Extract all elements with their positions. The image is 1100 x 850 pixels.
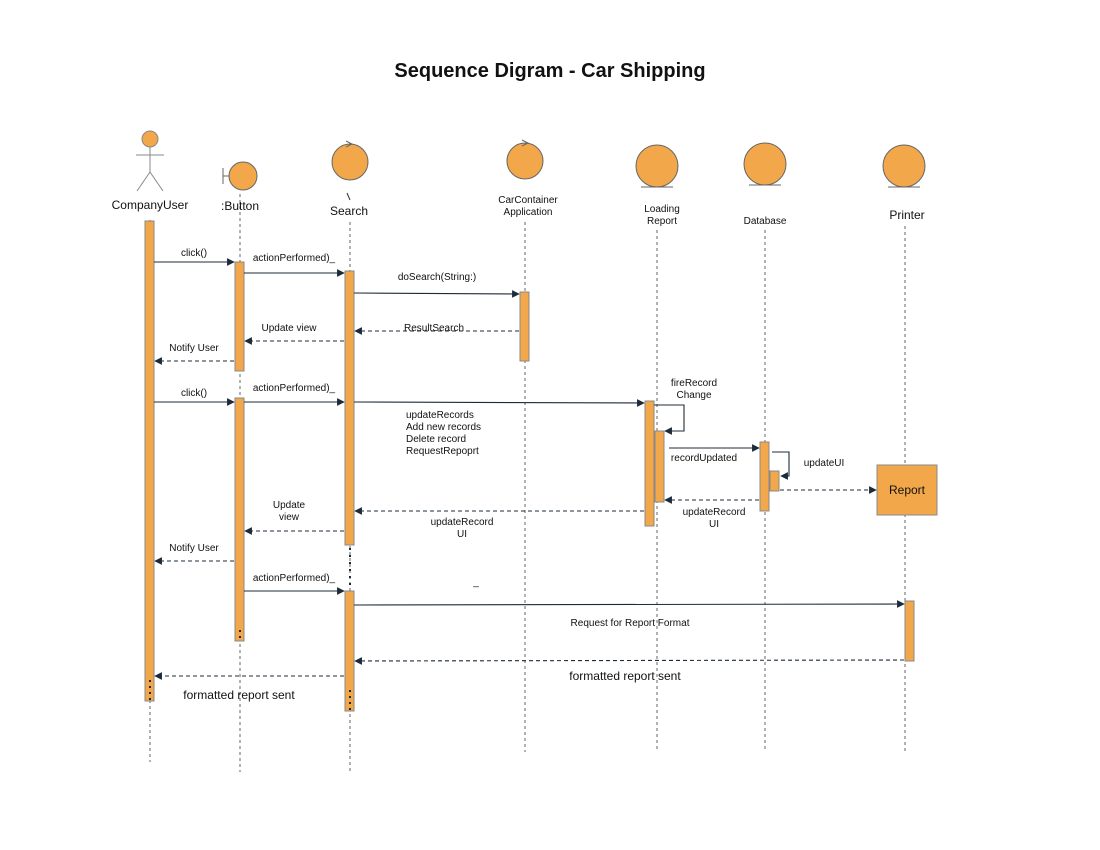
entity-icon: [743, 142, 787, 186]
label-do-search: doSearch(String:): [398, 272, 476, 283]
control-icon: [331, 140, 369, 201]
boundary-icon: [222, 161, 258, 191]
message-do-search: [353, 290, 520, 298]
participant-search: Search: [330, 204, 368, 218]
message-request-report-format: [353, 600, 905, 608]
label-click-1: click(): [181, 248, 207, 259]
activation-database-nested: [769, 470, 780, 492]
activation-loading-report-nested: [654, 430, 665, 503]
message-formatted-report-printer: [354, 657, 905, 665]
message-update-records: [353, 399, 645, 407]
label-update-view-1: Update view: [261, 323, 317, 334]
label-update-record-ui-line2: UI: [457, 529, 467, 540]
page-title: Sequence Digram - Car Shipping: [394, 60, 706, 82]
activation-loading-report: [644, 400, 655, 527]
label-result-search: ResultSearch: [404, 323, 464, 334]
label-update-records-line3: Delete record: [406, 434, 466, 445]
activation-car-container: [519, 291, 530, 362]
label-notify-user-2: Notify User: [169, 543, 219, 554]
report-box: [876, 464, 938, 516]
report-box-label: Report: [889, 483, 926, 497]
label-update-records-line1: updateRecords: [406, 410, 474, 421]
activation-search-2: [344, 590, 355, 712]
label-update-record-ui-line1: updateRecord: [431, 517, 494, 528]
message-fire-record-change: [654, 404, 685, 435]
label-update-records-line2: Add new records: [406, 422, 481, 433]
label-update-record-ui-db-line2: UI: [709, 519, 719, 530]
participant-loading-report-line2: Report: [647, 216, 677, 227]
activation-printer: [904, 600, 915, 662]
label-action-performed-3: actionPerformed)_: [253, 573, 336, 584]
participant-printer: Printer: [889, 208, 924, 222]
activation-button-2: [234, 397, 245, 642]
activation-company-user: [144, 220, 155, 702]
label-fire-record-change-line1: fireRecord: [671, 378, 717, 389]
activation-search-1: [344, 270, 355, 546]
label-update-view-2-line1: Update: [273, 500, 306, 511]
label-notify-user-1: Notify User: [169, 343, 219, 354]
label-update-ui: updateUI: [804, 458, 845, 469]
actor-icon: [136, 130, 164, 192]
activation-button-1: [234, 261, 245, 372]
message-update-ui: [772, 451, 790, 480]
participant-company-user: CompanyUser: [112, 198, 189, 212]
participant-button: :Button: [221, 199, 259, 213]
activation-database: [759, 441, 770, 512]
label-action-performed-1: actionPerformed)_: [253, 253, 336, 264]
label-update-view-2-line2: view: [279, 512, 300, 523]
control-icon: [506, 139, 544, 180]
label-formatted-report-user: formatted report sent: [183, 688, 295, 702]
label-update-records-line4: RequestRepoprt: [406, 446, 479, 457]
label-formatted-report-printer: formatted report sent: [569, 669, 681, 683]
label-request-report-format: Request for Report Format: [571, 618, 690, 629]
participant-database: Database: [744, 216, 787, 227]
label-dash-mark: _: [472, 577, 479, 588]
entity-icon: [635, 144, 679, 188]
participant-car-container-line1: CarContainer: [498, 195, 558, 206]
label-click-2: click(): [181, 388, 207, 399]
label-fire-record-change-line2: Change: [676, 390, 711, 401]
entity-icon: [882, 144, 926, 188]
participant-loading-report-line1: Loading: [644, 204, 680, 215]
label-action-performed-2: actionPerformed)_: [253, 383, 336, 394]
participant-car-container-line2: Application: [504, 207, 553, 218]
label-record-updated: recordUpdated: [671, 453, 737, 464]
label-update-record-ui-db-line1: updateRecord: [683, 507, 746, 518]
